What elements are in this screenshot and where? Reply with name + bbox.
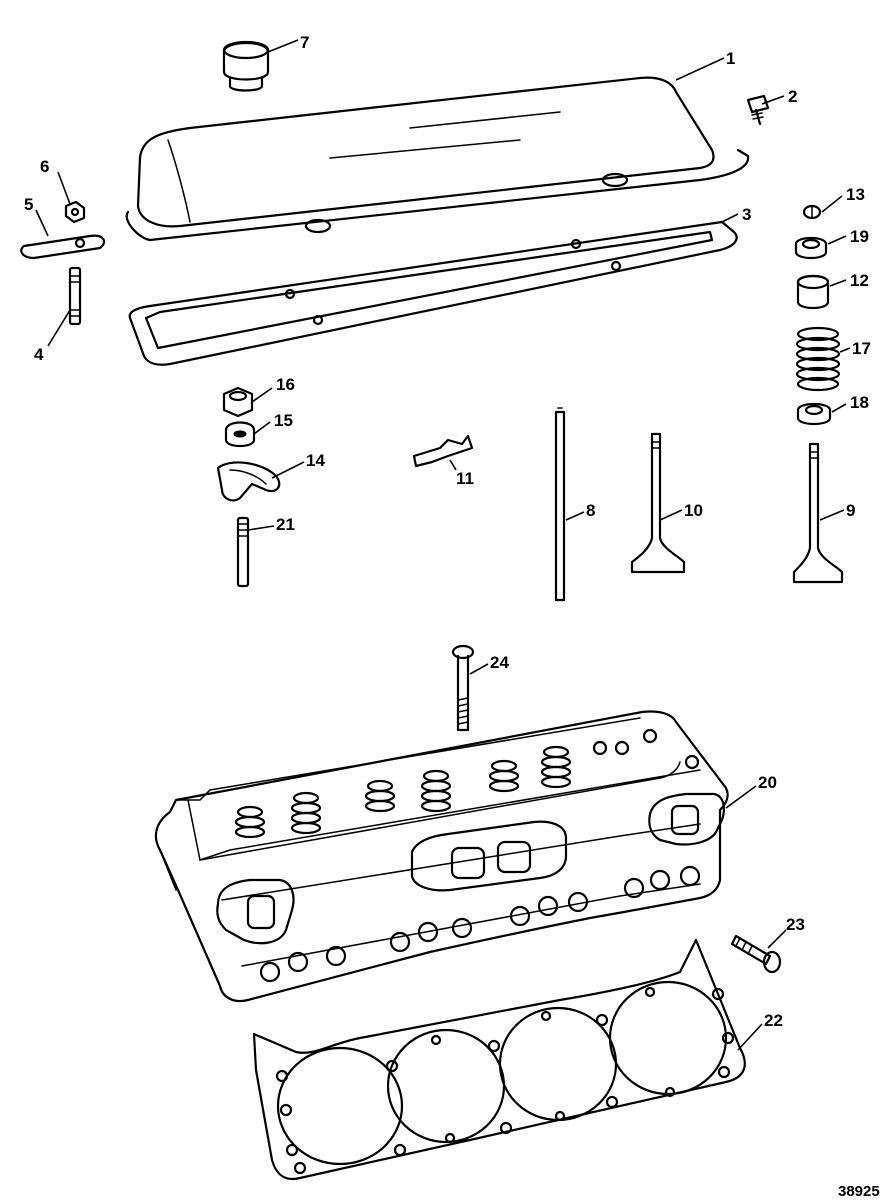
callout-4: 4	[34, 345, 44, 364]
breather-cap	[222, 40, 270, 92]
valve-keys	[802, 204, 822, 220]
cylinder-head	[154, 710, 729, 1003]
rocker-stud	[236, 516, 250, 588]
callout-labels: 7 1 2 3 6 5 4 13 19 12 17 18 16 15 14 11…	[24, 33, 880, 1200]
figure-id: 38925	[838, 1183, 880, 1200]
cover-bolt	[746, 94, 770, 126]
leader-lines	[35, 39, 851, 1051]
callout-13: 13	[846, 185, 865, 204]
rocker-arm	[216, 461, 281, 502]
callout-14: 14	[306, 451, 325, 470]
callout-15: 15	[274, 411, 293, 430]
callout-10: 10	[684, 501, 703, 520]
callout-1: 1	[726, 49, 735, 68]
callout-9: 9	[846, 501, 855, 520]
callout-8: 8	[586, 501, 595, 520]
callout-23: 23	[786, 915, 805, 934]
cover-gasket	[128, 220, 738, 366]
guide-plate	[412, 434, 474, 468]
valve-spring	[795, 326, 841, 392]
callout-2: 2	[788, 87, 797, 106]
head-gasket	[252, 938, 746, 1181]
pushrod	[554, 407, 566, 602]
callout-21: 21	[276, 515, 295, 534]
rocker-cover	[125, 76, 750, 242]
callout-7: 7	[300, 33, 309, 52]
head-bolt-top	[451, 644, 475, 732]
callout-24: 24	[490, 653, 509, 672]
valve-cap	[794, 236, 828, 260]
callout-12: 12	[850, 271, 869, 290]
callout-17: 17	[852, 339, 871, 358]
hold-down-bracket	[20, 234, 106, 260]
callout-20: 20	[758, 773, 777, 792]
callout-11: 11	[456, 469, 474, 488]
pivot-ball	[224, 421, 256, 448]
oil-shield	[796, 274, 830, 310]
valve-seal	[796, 402, 832, 426]
callout-3: 3	[742, 205, 751, 224]
callout-6: 6	[40, 157, 49, 176]
callout-19: 19	[850, 227, 869, 246]
valve-springs-installed	[234, 745, 572, 839]
head-bolt-side	[730, 934, 782, 974]
callout-22: 22	[764, 1011, 783, 1030]
nut	[64, 200, 86, 224]
callout-16: 16	[276, 375, 295, 394]
valve-right	[792, 442, 844, 584]
callout-18: 18	[850, 393, 869, 412]
callout-5: 5	[24, 195, 33, 214]
valve-left	[630, 432, 686, 574]
head-bolt-bosses	[259, 728, 701, 983]
stud	[68, 266, 82, 326]
rocker-arm-nut	[222, 386, 254, 418]
